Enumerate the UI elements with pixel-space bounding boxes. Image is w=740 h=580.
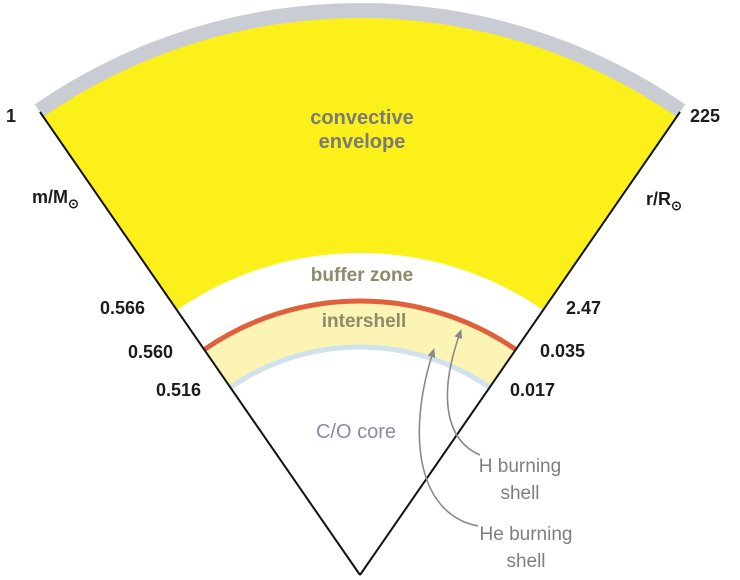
convective-envelope-region: [43, 17, 677, 311]
wedge-left-edge: [39, 111, 361, 576]
he-burning-shell-arc: [228, 344, 492, 390]
intershell-label: intershell: [322, 311, 406, 332]
mass-tick-1: 1: [6, 106, 16, 126]
outer-atmosphere-band: [34, 2, 686, 118]
wedge-right-edge: [359, 111, 681, 576]
h-shell-label-line1: H burning: [479, 456, 561, 477]
radius-tick-0035: 0.035: [540, 341, 585, 361]
mass-tick-0516: 0.516: [156, 380, 201, 400]
buffer-zone-region: [176, 253, 544, 348]
mass-axis-label: m/M⊙: [32, 187, 79, 211]
radius-axis-label: r/R⊙: [646, 189, 682, 213]
radius-tick-247: 2.47: [566, 298, 601, 318]
core-label: C/O core: [316, 421, 396, 443]
he-shell-arrow: [418, 348, 479, 527]
envelope-label-line2: envelope: [319, 131, 406, 153]
mass-tick-0566: 0.566: [100, 298, 145, 318]
radius-tick-225: 225: [690, 106, 720, 126]
mass-tick-0560: 0.560: [128, 342, 173, 362]
he-shell-label-line2: shell: [506, 551, 545, 572]
h-burning-shell-arc: [202, 298, 518, 352]
radius-tick-0017: 0.017: [510, 380, 555, 400]
envelope-label-line1: convective: [310, 107, 413, 129]
he-shell-label-line1: He burning: [480, 524, 573, 545]
h-shell-arrow: [446, 329, 481, 456]
intershell-region: [203, 299, 517, 388]
buffer-zone-label: buffer zone: [311, 265, 413, 286]
h-shell-label-line2: shell: [500, 483, 539, 504]
